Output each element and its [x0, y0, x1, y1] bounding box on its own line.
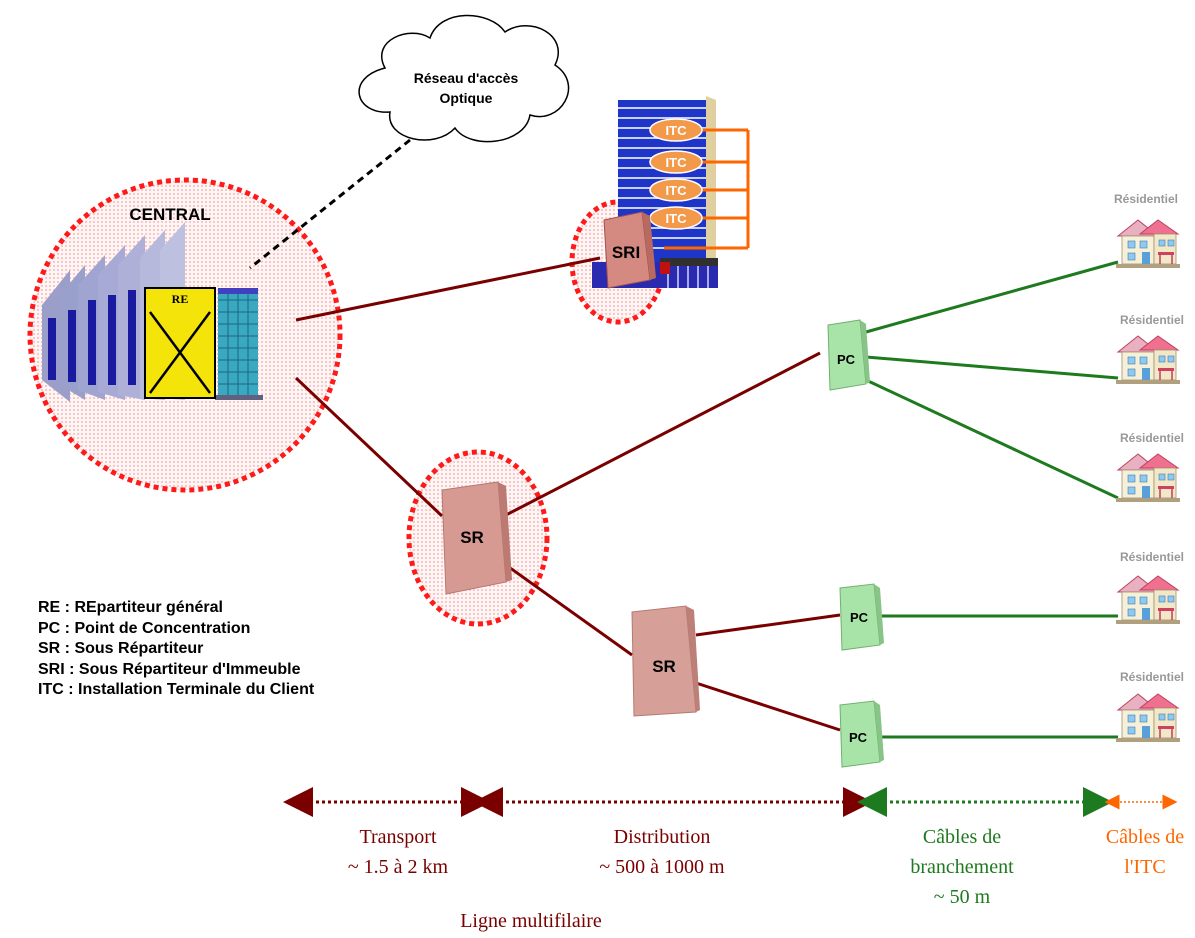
cloud-label-line1: Réseau d'accès: [414, 70, 519, 86]
itc-label: ITC: [666, 183, 688, 198]
residential-label: Résidentiel: [1114, 192, 1178, 206]
optical-network-cloud: Réseau d'accès Optique: [358, 14, 570, 143]
residential-house: Résidentiel: [1115, 313, 1184, 385]
residential-house: Résidentiel: [1115, 550, 1184, 625]
itc-label: ITC: [666, 155, 688, 170]
sr-label: SR: [652, 657, 676, 676]
legend-item-sri: SRI : Sous Répartiteur d'Immeuble: [38, 660, 301, 678]
itc-cable-label-2: l'ITC: [1124, 856, 1165, 878]
branchement-label-2: branchement: [910, 856, 1014, 878]
itc-wiring: [664, 128, 750, 250]
pc-label: PC: [849, 730, 868, 745]
central-building: [42, 222, 263, 402]
residential-house: Résidentiel: [1115, 670, 1184, 743]
legend-item-sr: SR : Sous Répartiteur: [38, 640, 204, 657]
residential-house: Résidentiel: [1115, 431, 1184, 503]
pc-box: PC: [827, 319, 870, 391]
sri-label: SRI: [612, 243, 640, 262]
residential-label: Résidentiel: [1120, 550, 1184, 564]
legend-item-itc: ITC : Installation Terminale du Client: [38, 681, 315, 698]
pc-label: PC: [837, 352, 856, 367]
pc-box: PC: [839, 700, 884, 768]
transport-label: Transport: [359, 826, 436, 848]
re-label: RE: [172, 292, 189, 306]
optical-link: [249, 138, 411, 270]
sr-box: SR: [631, 605, 700, 717]
sr-label: SR: [460, 528, 484, 547]
residential-label: Résidentiel: [1120, 670, 1184, 684]
transport-distance: ~ 1.5 à 2 km: [348, 856, 449, 878]
itc-cable-label-1: Câbles de: [1106, 826, 1184, 848]
trunk-lines: [294, 256, 841, 732]
cloud-label-line2: Optique: [440, 90, 493, 106]
residential-house: Résidentiel: [1114, 192, 1181, 269]
legend-item-pc: PC : Point de Concentration: [38, 619, 251, 637]
multifilaire-label: Ligne multifilaire: [460, 910, 602, 932]
re-distribution-frame: RE: [144, 287, 216, 399]
legend: RE : REpartiteur général PC : Point de C…: [38, 598, 314, 701]
itc-label: ITC: [666, 123, 688, 138]
branch-lines: [865, 260, 1119, 739]
central-title: CENTRAL: [129, 205, 210, 224]
legend-item-re: RE : REpartiteur général: [38, 599, 223, 616]
branchement-distance: ~ 50 m: [934, 886, 991, 908]
branchement-label-1: Câbles de: [923, 826, 1001, 848]
itc-label: ITC: [666, 211, 688, 226]
residential-label: Résidentiel: [1120, 313, 1184, 327]
residential-label: Résidentiel: [1120, 431, 1184, 445]
distribution-distance: ~ 500 à 1000 m: [599, 856, 725, 878]
pc-label: PC: [850, 610, 869, 625]
sri-box: SRI: [603, 211, 656, 289]
sr-box: SR: [441, 481, 512, 595]
pc-box: PC: [839, 583, 884, 651]
distribution-label: Distribution: [614, 826, 711, 848]
